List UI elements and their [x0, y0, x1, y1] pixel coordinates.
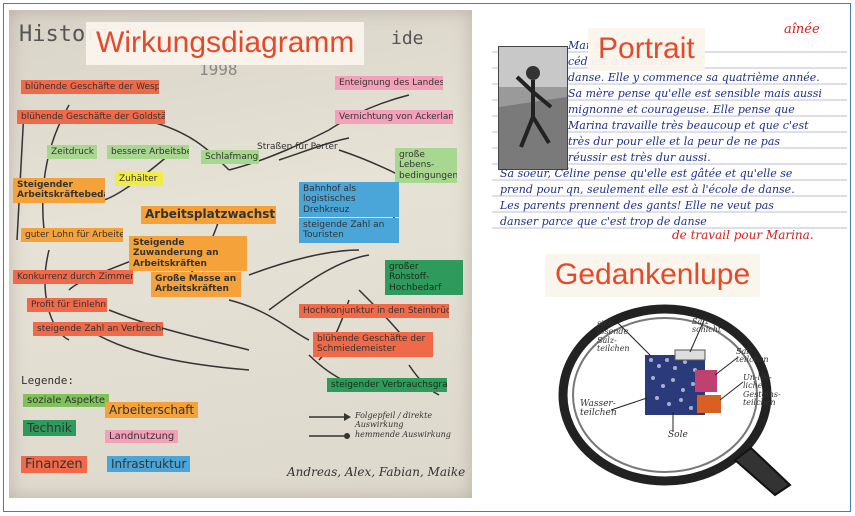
label-unloesliche: Un-lös-liche Gesteins-teilchen — [743, 373, 781, 408]
annotation-de-travail: de travail pour Marina. — [672, 228, 814, 242]
card-bluehende-goldstaetten: blühende Geschäfte der Goldstätten — [17, 110, 165, 125]
card-zuhaelter: Zuhälter — [115, 172, 163, 187]
portrait-line-8: réussir est très dur aussi. — [568, 151, 711, 164]
annotation-ainee: aînée — [784, 22, 820, 37]
card-strassen: Straßen für Porter — [257, 142, 338, 152]
card-schlafmangel: Schlafmangel — [201, 150, 259, 165]
legend-finanzen: Finanzen — [21, 456, 87, 473]
card-grosse-masse: Große Masse an Arbeitskräften — [151, 272, 241, 297]
portrait-line-6: Marina travaille très beaucoup et que c'… — [568, 119, 809, 132]
portrait-line-4: Sa mère pense qu'elle est sensible mais … — [568, 87, 822, 100]
arrow-legend-marks — [309, 413, 351, 439]
card-enteignung: Enteignung des Landes — [335, 76, 443, 91]
card-arbeitsplatzwachstum: Arbeitsplatzwachstum — [141, 206, 276, 224]
poster-title-right: ide — [391, 28, 424, 49]
label-salzschicht: Salz-schicht — [692, 317, 722, 335]
label-wasserteilchen: Wasser-teilchen — [580, 399, 617, 419]
legend-arbeiterschaft: Arbeiterschaft — [105, 402, 199, 418]
card-zeitdruck: Zeitdruck — [47, 145, 97, 160]
card-steigende-zahl-verbrechen: steigende Zahl an Verbrechen — [33, 322, 163, 337]
legend-infrastruktur: Infrastruktur — [107, 456, 191, 472]
portrait-line-3: danse. Elle y commence sa quatrième anné… — [568, 71, 820, 84]
particle-cluster — [645, 349, 721, 415]
card-steigender-verbrauch: steigender Verbrauchsgrad — [327, 378, 447, 393]
diagram-arrows — [16, 94, 440, 396]
poster-authors: Andreas, Alex, Fabian, Maike — [287, 465, 466, 479]
magnifier-drawing — [558, 304, 792, 497]
portrait-line-5: mignonne et courageuse. Elle pense que — [568, 103, 795, 116]
portrait-line-11: Les parents prennent des gants! Elle ne … — [500, 199, 774, 212]
portrait-line-10: prend pour qn, seulement elle est à l'éc… — [500, 183, 795, 196]
card-konkurrenz: Konkurrenz durch Zimmervermietung — [13, 270, 133, 285]
legend-landnutzung: Landnutzung — [105, 430, 179, 443]
card-vernichtung: Vernichtung von Ackerland — [335, 110, 453, 125]
portrait-line-12: danser parce que c'est trop de danse — [500, 215, 707, 228]
card-steigende-zahl-touristen: steigende Zahl an Touristen — [299, 218, 399, 243]
label-salzteilchen: Salz-teilchen — [736, 347, 769, 365]
banner-portrait: Portrait — [588, 28, 705, 71]
card-guter-lohn: guter Lohn für Arbeiter — [21, 228, 123, 243]
card-grosse-lebensbedingungen: große Lebens-bedingungen — [395, 148, 457, 184]
portrait-panel: aînée Mar sa soeur arée, céd est à l'éco… — [492, 22, 847, 247]
banner-wirkungsdiagramm: Wirkungsdiagramm — [86, 22, 365, 65]
dancer-photo — [498, 46, 568, 170]
card-bluehende-schmiedemeister: blühende Geschäfte der Schmiedemeister — [313, 332, 433, 357]
portrait-line-7: très dur pour elle et la peur de ne pas — [568, 135, 781, 148]
card-hochkonjunktur: Hochkonjunktur in den Steinbrüchen — [299, 304, 449, 319]
arrow-legend-folgepfeil: Folgepfeil / direkte Auswirkung — [355, 411, 433, 429]
card-bluehende-wespen: blühende Geschäfte der Wespen — [21, 80, 159, 95]
banner-gedankenlupe: Gedankenlupe — [545, 254, 761, 297]
card-bahnhof: Bahnhof als logistisches Drehkreuz — [299, 182, 399, 218]
card-bessere-arbeitsbeziehung: bessere Arbeitsbeziehung — [107, 145, 189, 160]
poster-year: 1998 — [199, 60, 238, 79]
label-sole: Sole — [668, 430, 688, 440]
wirkungsdiagramm-poster: Histori ide 1998 blühende Ges — [9, 10, 472, 498]
legend-technik: Technik — [23, 420, 76, 436]
card-steigende-zuwanderung: Steigende Zuwanderung an Arbeitskräften — [129, 236, 247, 272]
legend-soziale: soziale Aspekte — [23, 394, 110, 407]
legend-title: Legende: — [21, 374, 74, 387]
card-grosser-rohstoff: großer Rohstoff-Hochbedarf — [385, 260, 463, 296]
label-sich-loesende: sich lösende Salz-teilchen — [597, 319, 630, 354]
card-profit-einlehnung: Profit für Einlehnung — [27, 298, 107, 313]
card-steigender-arbeitskraeftebedarf: Steigender Arbeitskräftebedarf — [13, 178, 105, 203]
portrait-line-9: Sa soeur, Céline pense qu'elle est gâtée… — [500, 167, 793, 180]
arrow-legend-hemmende: hemmende Auswirkung — [355, 430, 451, 439]
